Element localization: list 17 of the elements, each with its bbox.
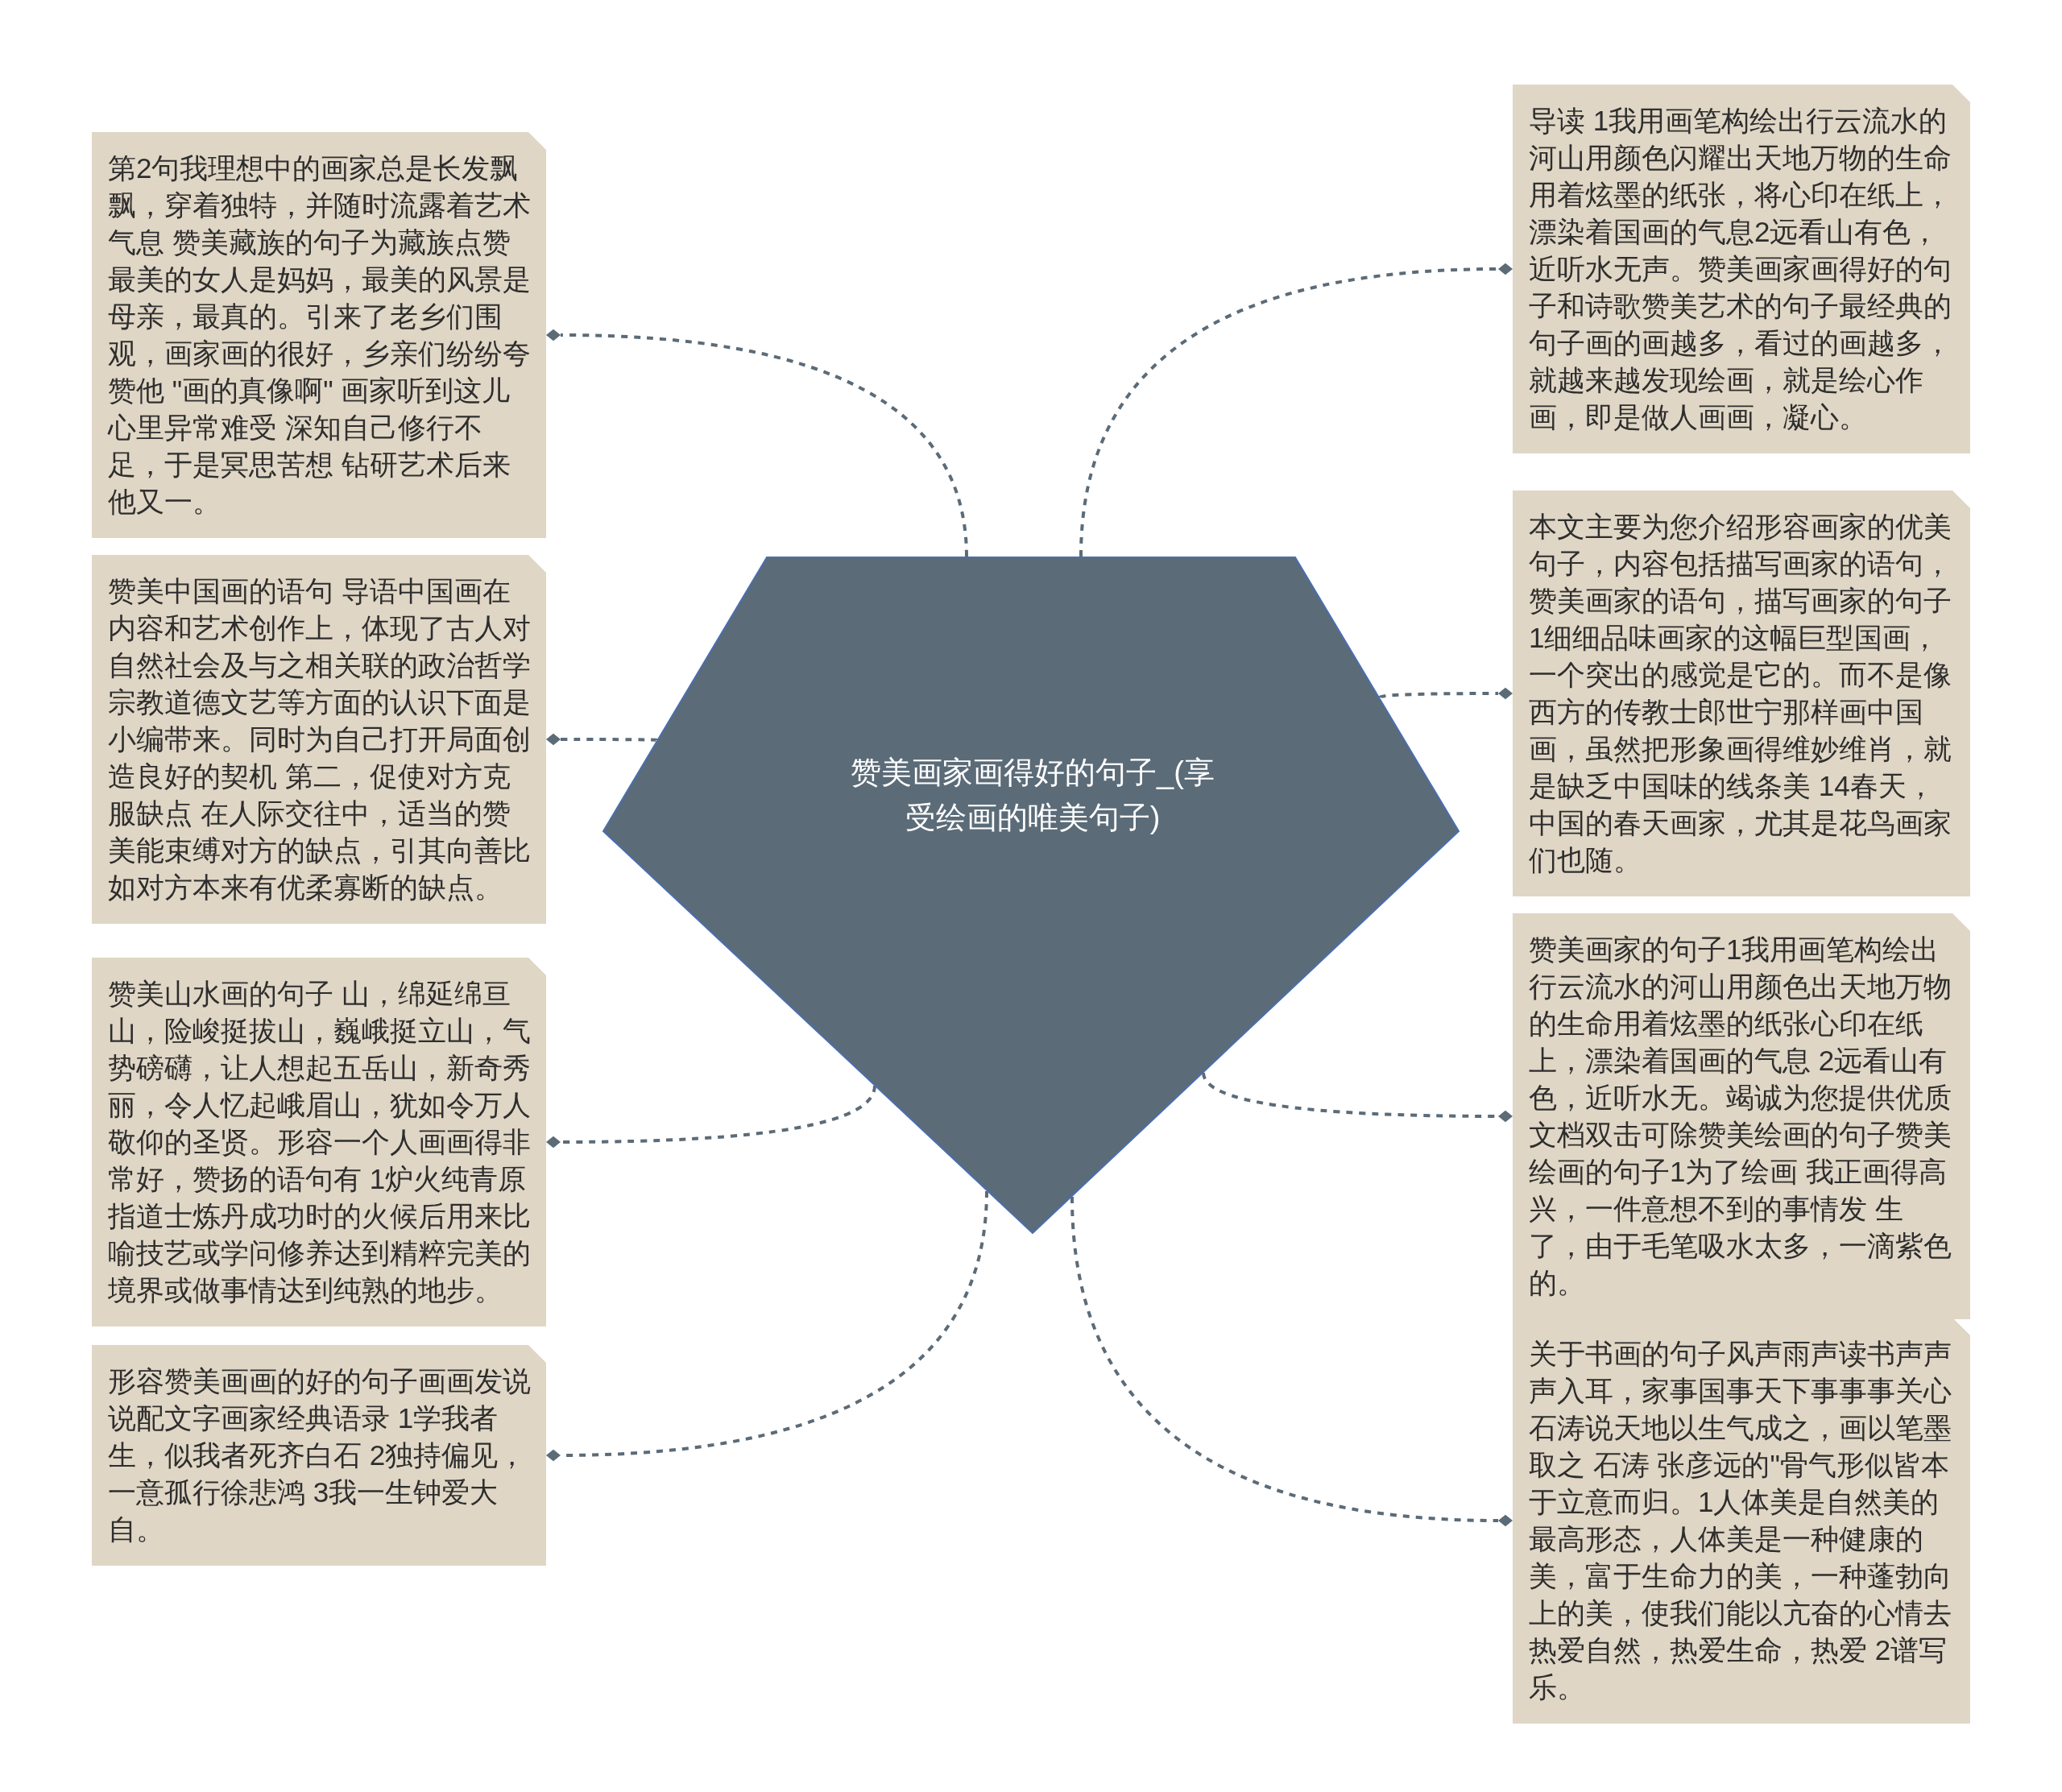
connector [1202, 1072, 1513, 1123]
text-box: 关于书画的句子风声雨声读书声声声入耳，家事国事天下事事事关心石涛说天地以生气成之，画以笔墨取之 石涛 张彦远的"骨气形似皆本于立意而归。1人体美是自然美的最高形态，人体美是一种健康的美，富于生命力的美，一种蓬勃向上的美，使我们能以亢奋的心情去热爱自然，热爱生命，热爱 2谱写乐。 [1513, 1318, 1970, 1724]
text-box: 本文主要为您介绍形容画家的优美句子，内容包括描写画家的语句，赞美画家的语句，描写画家的句子1细细品味画家的这幅巨型国画，一个突出的感觉是它的。而不是像西方的传教士郎世宁那样画中国画，虽然把形象画得维妙维肖，就是缺乏中国味的线条美 14春天，中国的春天画家，尤其是花鸟画家们也随。 [1513, 490, 1970, 896]
connector [546, 733, 658, 746]
connector [1079, 263, 1513, 557]
text-box: 形容赞美画画的好的句子画画发说说配文字画家经典语录 1学我者生，似我者死齐白石 2独持偏见，一意孤行徐悲鸿 3我一生钟爱大自。 [92, 1345, 546, 1566]
connector [546, 1190, 988, 1462]
text-box: 第2句我理想中的画家总是长发飘飘，穿着独特，并随时流露着艺术气息 赞美藏族的句子为藏族点赞最美的女人是妈妈，最美的风景是母亲，最真的。引来了老乡们围观，画家画的很好，乡亲们纷纷夸赞他 "画的真像啊" 画家听到这儿心里异常难受 深知自己修行不足，于是冥思苦想 钻研艺术后来他又一。 [92, 132, 546, 538]
text-box: 赞美中国画的语句 导语中国画在内容和艺术创作上，体现了古人对自然社会及与之相关联的政治哲学宗教道德文艺等方面的认识下面是小编带来。同时为自己打开局面创造良好的契机 第二，促使对方克服缺点 在人际交往中，适当的赞美能束缚对方的缺点，引其向善比如对方本来有优柔寡断的缺点。 [92, 555, 546, 924]
connector [1070, 1196, 1513, 1527]
title-text: 赞美画家画得好的句子_(享受绘画的唯美句子) [850, 755, 1215, 836]
connector [546, 329, 968, 557]
text-box: 导读 1我用画笔构绘出行云流水的河山用颜色闪耀出天地万物的生命用着炫墨的纸张，将心印在纸上，漂染着国画的气息2远看山有色，近听水无声。赞美画家画得好的句子和诗歌赞美艺术的句子最经典的句子画的画越多，看过的画越多，就越来越发现绘画，就是绘心作画，即是做人画画，凝心。 [1513, 85, 1970, 453]
connector [1379, 687, 1513, 700]
text-box: 赞美画家的句子1我用画笔构绘出行云流水的河山用颜色出天地万物的生命用着炫墨的纸张心印在纸上，漂染着国画的气息 2远看山有色，近听水无。竭诚为您提供优质文档双击可除赞美绘画的句子赞美绘画的句子1为了绘画 我正画得高兴，一件意想不到的事情发 生了，由于毛笔吸水太多，一滴紫色的。 [1513, 913, 1970, 1319]
text-box: 赞美山水画的句子 山，绵延绵亘山，险峻挺拔山，巍峨挺立山，气势磅礴，让人想起五岳山，新奇秀丽，令人忆起峨眉山，犹如令万人敬仰的圣贤。形容一个人画画得非常好，赞扬的语句有 1炉火纯青原指道士炼丹成功时的火候后用来比喻技艺或学问修养达到精粹完美的境界或做事情达到纯熟的地步。 [92, 958, 546, 1326]
connector [546, 1085, 876, 1148]
